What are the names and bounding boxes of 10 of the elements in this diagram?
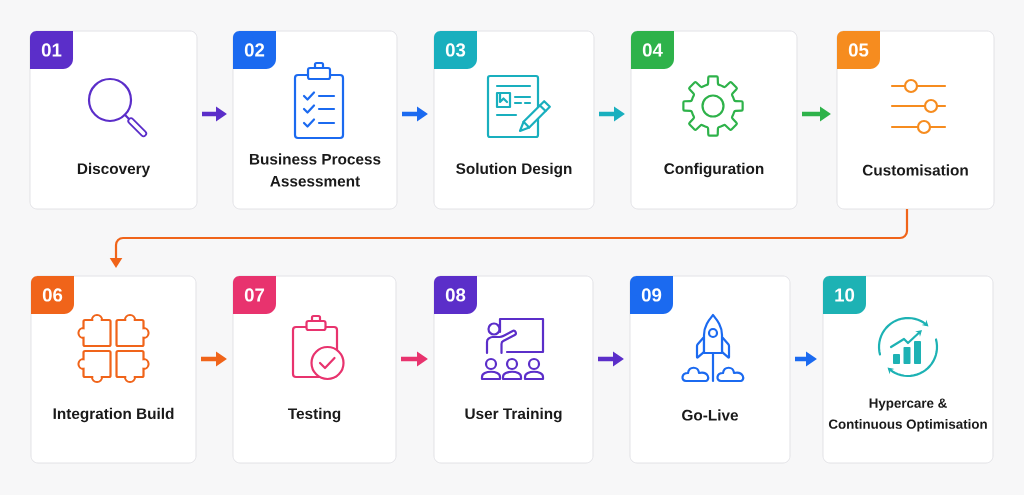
number-badge: 04 bbox=[631, 31, 674, 69]
number-badge: 02 bbox=[233, 31, 276, 69]
number-badge: 05 bbox=[837, 31, 880, 69]
number-badge: 07 bbox=[233, 276, 276, 314]
number-badge: 06 bbox=[31, 276, 74, 314]
number-badge: 09 bbox=[630, 276, 673, 314]
number-badge: 08 bbox=[434, 276, 477, 314]
number-badge: 10 bbox=[823, 276, 866, 314]
number-badge: 01 bbox=[30, 31, 73, 69]
number-badge: 03 bbox=[434, 31, 477, 69]
